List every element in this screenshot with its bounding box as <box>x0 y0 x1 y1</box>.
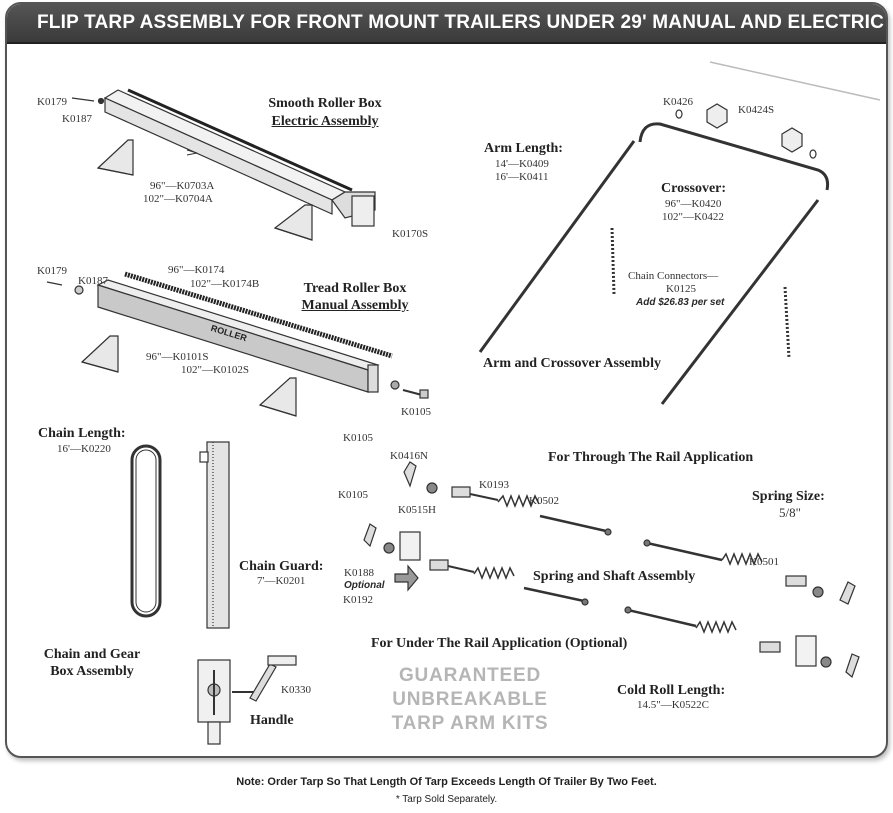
top-rail-96: 96"—K0174 <box>168 264 225 276</box>
smooth-roller-box-heading: Smooth Roller Box <box>268 96 382 111</box>
cold-roll-value: 14.5"—K0522C <box>637 699 710 711</box>
arm-length-heading: Arm Length: <box>484 141 563 156</box>
part-k0179-electric: K0179 <box>37 96 67 108</box>
length-96-manual: 96"—K0101S <box>146 351 209 363</box>
tarp-arm-right <box>660 199 820 405</box>
under-rail-heading: For Under The Rail Application (Optional… <box>371 636 628 651</box>
part-k0170s: K0170S <box>392 228 429 240</box>
length-102-manual: 102"—K0102S <box>181 364 250 376</box>
crossover-heading: Crossover: <box>661 181 727 196</box>
spring-shaft-under-rail <box>624 606 860 679</box>
guarantee-watermark: GUARANTEED UNBREAKABLE TARP ARM KITS <box>385 664 555 736</box>
part-k0416n: K0416N <box>390 450 428 462</box>
tread-roller-box-heading: Tread Roller Box <box>303 281 407 296</box>
cold-roll-heading: Cold Roll Length: <box>617 683 726 698</box>
arm-16: 16'—K0411 <box>495 171 549 183</box>
watermark-line2: UNBREAKABLE <box>392 689 548 710</box>
chain-guard-value: 7'—K0201 <box>257 575 306 587</box>
part-k0125: K0125 <box>666 283 696 295</box>
part-k0179-manual: K0179 <box>37 265 67 277</box>
watermark-line1: GUARANTEED <box>398 665 542 686</box>
spring-size-value: 5/8" <box>779 505 801 520</box>
watermark-line3: TARP ARM KITS <box>391 713 549 734</box>
manual-assembly-heading: Manual Assembly <box>301 298 409 313</box>
tarp-arm-left <box>478 140 636 353</box>
part-k0188: K0188 <box>344 567 374 579</box>
mount-bracket-1 <box>96 139 134 176</box>
spring-size-heading: Spring Size: <box>752 489 825 504</box>
gear-box <box>197 659 231 745</box>
chain-length-value: 16'—K0220 <box>57 443 111 455</box>
chain-connectors-label: Chain Connectors— <box>628 270 719 282</box>
part-k0501: K0501 <box>749 556 779 568</box>
gear-box-heading-line1: Chain and Gear <box>43 647 141 662</box>
arm-crossover-assembly-heading: Arm and Crossover Assembly <box>483 356 661 371</box>
drive-chain <box>130 444 162 618</box>
mount-bracket-3 <box>80 335 119 373</box>
part-k0187-manual: K0187 <box>78 275 108 287</box>
part-k0105-b: K0105 <box>338 489 368 501</box>
spring-shaft-assembly <box>363 523 589 606</box>
title-bar: FLIP TARP ASSEMBLY FOR FRONT MOUNT TRAIL… <box>7 4 886 44</box>
chain-guard-heading: Chain Guard: <box>239 559 324 574</box>
optional-label: Optional <box>344 580 385 591</box>
crossover-96: 96"—K0420 <box>665 198 722 210</box>
part-k0187-electric: K0187 <box>62 113 92 125</box>
chain-length-heading: Chain Length: <box>38 426 126 441</box>
page-title: FLIP TARP ASSEMBLY FOR FRONT MOUNT TRAIL… <box>37 12 885 33</box>
mount-bracket-2 <box>273 204 313 241</box>
arm-14: 14'—K0409 <box>495 158 549 170</box>
part-k0515h: K0515H <box>398 504 436 516</box>
mount-bracket-4 <box>258 377 297 417</box>
crossover-bar <box>638 122 830 191</box>
length-102-electric: 102"—K0704A <box>143 193 213 205</box>
tarp-sold-separately-note: * Tarp Sold Separately. <box>395 794 498 805</box>
length-96-electric: 96"—K0703A <box>150 180 215 192</box>
part-k0424s: K0424S <box>738 104 775 116</box>
crank-handle <box>232 655 297 702</box>
spring-shaft-through-rail <box>403 461 856 605</box>
part-k0426: K0426 <box>663 96 693 108</box>
top-rail-102: 102"—K0174B <box>190 278 260 290</box>
spring-shaft-assembly-heading: Spring and Shaft Assembly <box>533 569 696 584</box>
tarp-length-note: Note: Order Tarp So That Length Of Tarp … <box>236 776 657 788</box>
tread-roller-box <box>46 271 429 399</box>
part-k0192: K0192 <box>343 594 373 606</box>
part-k0330: K0330 <box>281 684 311 696</box>
part-k0502: K0502 <box>529 495 559 507</box>
part-k0105-a: K0105 <box>343 432 373 444</box>
smooth-roller-box <box>71 88 376 227</box>
crossover-102: 102"—K0422 <box>662 211 724 223</box>
chain-guard <box>199 441 230 629</box>
part-k0193: K0193 <box>479 479 509 491</box>
handle-heading: Handle <box>250 713 294 728</box>
part-k0105-manual: K0105 <box>401 406 431 418</box>
chain-connector-price: Add $26.83 per set <box>636 297 725 308</box>
gear-box-heading-line2: Box Assembly <box>50 664 134 679</box>
electric-assembly-heading: Electric Assembly <box>271 114 379 129</box>
through-rail-heading: For Through The Rail Application <box>548 450 754 465</box>
